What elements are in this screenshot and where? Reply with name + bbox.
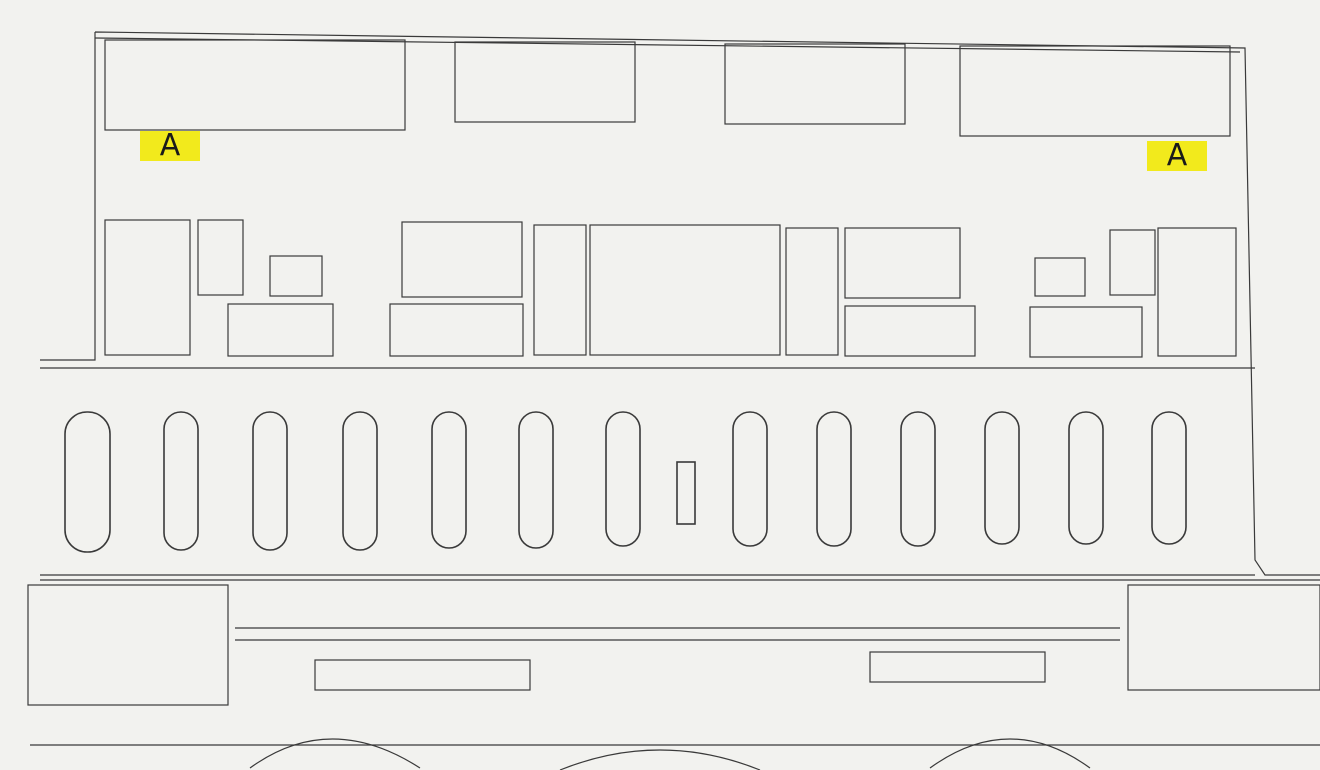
building-outline <box>40 31 1320 581</box>
upper-service-blocks <box>104 39 1231 137</box>
lower-service-band <box>27 584 1320 770</box>
zone-label-a-right: A <box>1147 141 1207 171</box>
middle-row-blocks <box>104 219 1237 358</box>
check-in-islands <box>64 411 1187 553</box>
zone-label-a-left: A <box>140 131 200 161</box>
